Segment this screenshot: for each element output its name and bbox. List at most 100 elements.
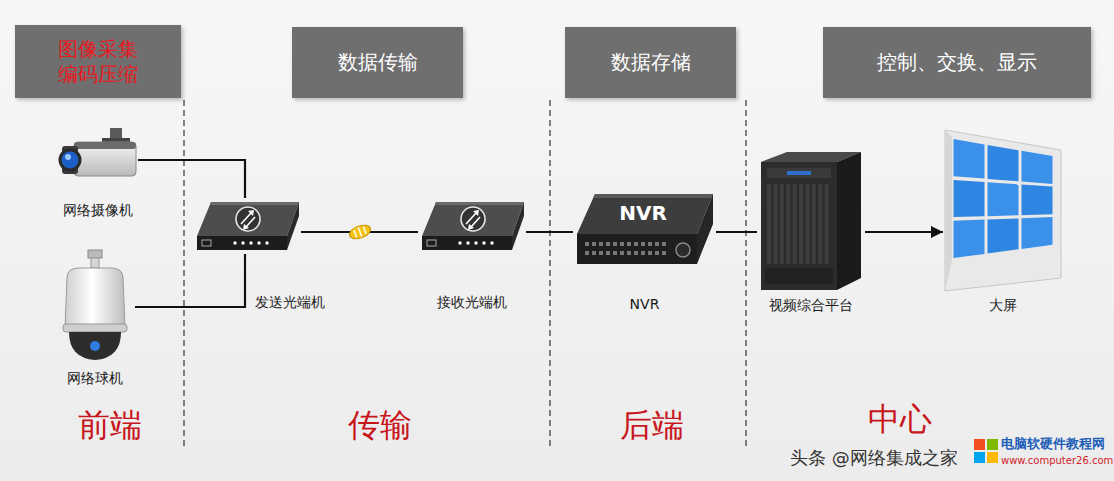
- video-platform-picture-part: [787, 171, 811, 175]
- optical-receiver-picture-part: [471, 217, 480, 227]
- optical-transmitter-picture-part: [241, 241, 244, 244]
- optical-receiver-picture-part: [482, 241, 485, 244]
- nvr-recorder-picture-part: [697, 194, 713, 264]
- video-wall-picture-part: [988, 218, 1019, 253]
- signal-connector: [526, 231, 573, 233]
- nvr-recorder-picture-part: [662, 242, 666, 246]
- optical-transmitter-picture-part: [265, 241, 268, 244]
- nvr-recorder-picture-part: [648, 251, 652, 255]
- optical-receiver-picture-part: [473, 210, 479, 216]
- nvr-recorder-picture-part: [577, 234, 697, 264]
- stage-header: 数据存储: [565, 27, 736, 98]
- video-platform-picture-part: [786, 184, 790, 264]
- network-camera-picture: [58, 128, 138, 188]
- optical-transmitter-picture-part: [248, 210, 254, 216]
- dome-camera-picture-part: [63, 324, 127, 332]
- nvr-recorder-picture-part: [585, 251, 589, 255]
- fiber-connector-icon-part: [363, 227, 366, 235]
- optical-receiver-picture-part: [435, 202, 524, 205]
- zone-label: 前端: [50, 406, 170, 444]
- dome-camera-picture: [55, 250, 135, 362]
- zone-label: 传输: [320, 406, 440, 444]
- optical-receiver-picture-part: [427, 240, 436, 246]
- nvr-recorder-picture-part: [606, 251, 610, 255]
- nvr-recorder-picture-part: [593, 194, 713, 198]
- video-wall-picture-part: [954, 180, 985, 217]
- video-wall-picture-part: [1022, 217, 1053, 249]
- video-wall-picture-part: [954, 220, 985, 258]
- video-wall: 大屏: [943, 128, 1063, 293]
- nvr-recorder-picture-part: [634, 242, 638, 246]
- watermark-logo-part: [987, 439, 998, 450]
- nvr-recorder-picture-part: [613, 251, 617, 255]
- video-wall-picture-part: [954, 139, 985, 179]
- video-platform-picture-part: [767, 184, 771, 264]
- nvr-recorder-picture-part: [641, 251, 645, 255]
- video-wall-picture-part: [1022, 151, 1053, 184]
- video-platform-picture-part: [773, 184, 777, 264]
- video-platform-picture-part: [761, 162, 837, 290]
- optical-transmitter-picture-part: [246, 217, 255, 227]
- watermark-logo-part: [987, 452, 998, 463]
- video-platform-picture: [757, 150, 865, 292]
- nvr-recorder-picture-part: [634, 251, 638, 255]
- signal-connector: [135, 254, 245, 307]
- video-platform-picture-part: [799, 184, 803, 264]
- signal-connector: [138, 160, 245, 198]
- optical-receiver-picture-part: [461, 207, 485, 231]
- nvr-recorder-picture-part: [620, 242, 624, 246]
- watermark-logo-part: [974, 452, 985, 463]
- optical-transmitter-picture-part: [202, 240, 211, 246]
- network-camera-picture-part: [60, 150, 80, 170]
- connector-group: [135, 160, 943, 307]
- watermark: 头条 @网络集成之家: [790, 447, 958, 469]
- optical-receiver-picture-part: [422, 236, 512, 250]
- optical-transmitter-picture-part: [287, 202, 299, 250]
- zone-label: 中心: [840, 400, 960, 438]
- video-platform-picture-part: [793, 184, 797, 264]
- dome-camera-picture-part: [69, 332, 121, 360]
- fiber-connector-icon-part: [354, 230, 357, 238]
- optical-transmitter-picture-part: [236, 207, 260, 231]
- optical-transmitter-picture-part: [243, 224, 249, 230]
- device-label: 网络球机: [67, 370, 123, 388]
- fiber-connector-icon-part: [358, 227, 361, 236]
- nvr-recorder-picture-part: [627, 242, 631, 246]
- optical-receiver: 接收光端机: [418, 198, 526, 254]
- nvr-recorder-picture-part: [648, 242, 652, 246]
- dome-camera-picture-part: [88, 250, 102, 258]
- device-label: 接收光端机: [437, 294, 507, 312]
- nvr-recorder-picture-part: [620, 251, 624, 255]
- nvr-recorder-picture-part: [606, 242, 610, 246]
- network-camera-picture-part: [65, 154, 71, 160]
- network-camera: 网络摄像机: [58, 128, 138, 188]
- optical-transmitter: 发送光端机: [193, 198, 301, 254]
- watermark-logo: [974, 439, 998, 463]
- optical-transmitter-picture-part: [210, 202, 299, 205]
- nvr-recorder-picture-part: [662, 251, 666, 255]
- optical-receiver-picture-part: [474, 241, 477, 244]
- video-platform-picture-part: [767, 168, 831, 178]
- fiber-connector-icon: [348, 223, 373, 242]
- zone-label: 后端: [592, 406, 712, 444]
- video-wall-picture-part: [988, 145, 1019, 181]
- nvr-recorder-picture-part: [585, 242, 589, 246]
- video-platform-picture-part: [825, 184, 829, 264]
- device-badge: NVR: [593, 201, 693, 226]
- dome-camera-picture-part: [91, 258, 99, 268]
- network-camera-picture-part: [74, 142, 136, 149]
- device-label: 视频综合平台: [769, 297, 853, 315]
- optical-receiver-picture-part: [468, 224, 474, 230]
- fiber-connector-icon-part: [348, 223, 373, 242]
- video-platform-picture-part: [812, 184, 816, 264]
- video-platform-picture-part: [818, 184, 822, 264]
- device-label: 网络摄像机: [63, 202, 133, 220]
- stage-divider-part: [183, 100, 184, 448]
- video-platform-picture-part: [780, 184, 784, 264]
- device-label: NVR: [630, 296, 660, 314]
- optical-transmitter-picture-part: [233, 241, 236, 244]
- nvr-recorder-picture-part: [599, 242, 603, 246]
- video-wall-picture-part: [1022, 185, 1053, 216]
- nvr-recorder-picture-part: [592, 251, 596, 255]
